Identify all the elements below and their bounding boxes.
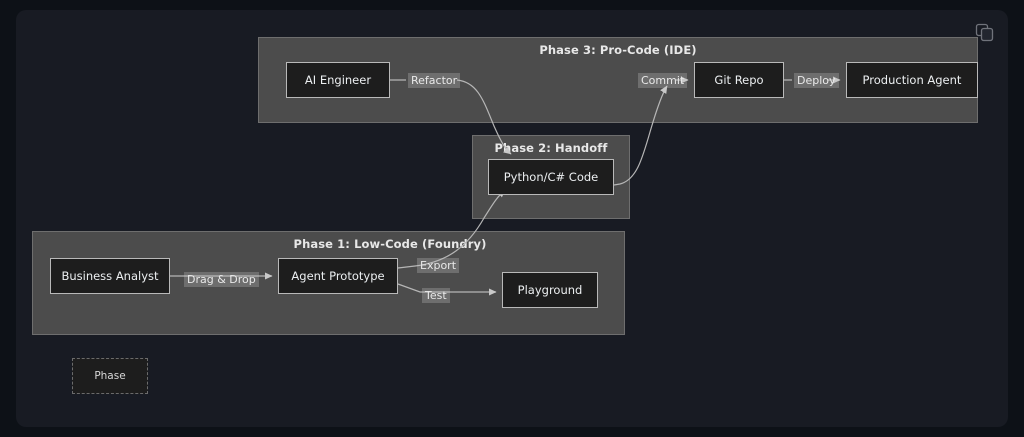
node-python-code-label: Python/C# Code	[503, 170, 599, 184]
node-playground-label: Playground	[517, 283, 583, 297]
node-python-code[interactable]: Python/C# Code	[488, 159, 614, 195]
copy-icon[interactable]	[974, 22, 996, 44]
edge-label-export: Export	[417, 258, 460, 273]
node-ai-engineer[interactable]: AI Engineer	[286, 62, 390, 98]
node-agent-prototype[interactable]: Agent Prototype	[278, 258, 398, 294]
edge-label-drag-drop: Drag & Drop	[184, 272, 259, 287]
cluster-phase-2-title: Phase 2: Handoff	[494, 141, 608, 155]
node-git-repo-label: Git Repo	[714, 73, 764, 87]
legend-phase-swatch: Phase	[72, 358, 148, 394]
node-business-analyst-label: Business Analyst	[61, 269, 159, 283]
edge-label-test: Test	[422, 288, 450, 303]
cluster-phase-1-title: Phase 1: Low-Code (Foundry)	[293, 237, 487, 251]
node-production-agent-label: Production Agent	[862, 73, 962, 87]
edge-label-commit: Commit	[638, 73, 688, 88]
node-production-agent[interactable]: Production Agent	[846, 62, 978, 98]
edge-label-deploy: Deploy	[794, 73, 839, 88]
edge-label-refactor: Refactor	[408, 73, 461, 88]
node-playground[interactable]: Playground	[502, 272, 598, 308]
cluster-phase-3-title: Phase 3: Pro-Code (IDE)	[539, 43, 697, 57]
node-agent-prototype-label: Agent Prototype	[291, 269, 385, 283]
node-git-repo[interactable]: Git Repo	[694, 62, 784, 98]
diagram-canvas[interactable]: Phase 3: Pro-Code (IDE) Phase 2: Handoff…	[16, 10, 1008, 427]
node-ai-engineer-label: AI Engineer	[304, 73, 372, 87]
node-business-analyst[interactable]: Business Analyst	[50, 258, 170, 294]
legend-phase-label: Phase	[94, 370, 126, 382]
